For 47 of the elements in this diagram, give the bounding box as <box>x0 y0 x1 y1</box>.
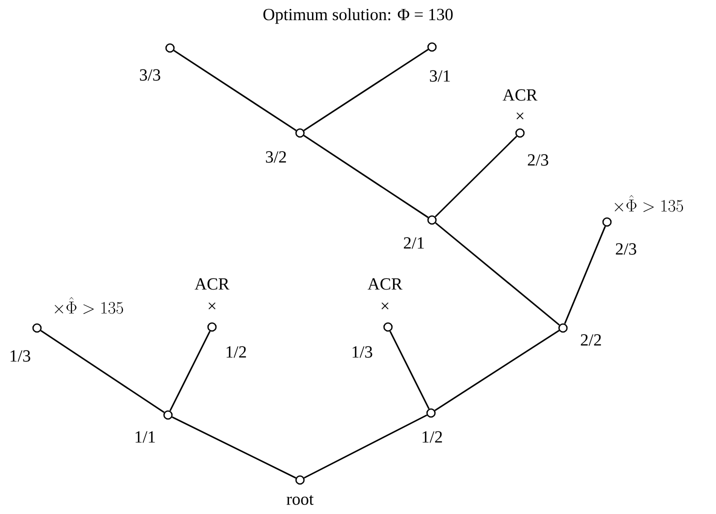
tree-node <box>426 408 436 418</box>
tree-edge <box>434 136 518 218</box>
node-label: 2/2 <box>580 334 601 346</box>
tree-node <box>165 43 175 53</box>
tree-node <box>383 322 393 332</box>
node-label: 2/3 <box>528 154 548 166</box>
title: Optimum solution: Φ = 130 <box>263 8 453 24</box>
node-label: 1/2 <box>422 431 442 443</box>
node-label: ACR <box>368 278 402 290</box>
node-label: 2/1 <box>404 237 424 249</box>
node-label: 1/1 <box>136 431 155 443</box>
cross-mark: × <box>208 302 216 310</box>
node-label: 1/2 <box>226 346 246 358</box>
tree-edge <box>172 416 296 479</box>
node-label: 3/3 <box>140 69 160 81</box>
tree-node <box>295 475 305 485</box>
tree-edge <box>304 48 429 132</box>
tree-node <box>295 128 305 138</box>
tree-edge <box>40 330 165 414</box>
tree-edge <box>169 330 211 412</box>
node-label: 3/2 <box>266 151 286 163</box>
cross-mark: × <box>516 112 524 120</box>
tree-edge <box>564 226 606 324</box>
tree-node <box>163 410 173 420</box>
tree-edge <box>389 330 430 410</box>
tree-node <box>558 323 568 333</box>
tree-edge <box>303 134 429 218</box>
node-label: 1/3 <box>352 346 372 358</box>
tree-edge <box>173 50 297 132</box>
tree-edge <box>434 330 560 412</box>
tree-edge <box>435 222 560 326</box>
tree-node <box>207 322 217 332</box>
tree-node <box>515 128 525 138</box>
tree-node <box>602 217 612 227</box>
node-label: 2/3 <box>616 243 636 255</box>
node-label: ACR <box>502 89 538 101</box>
tree-node <box>427 42 437 52</box>
tree-node <box>427 215 437 225</box>
node-label: ACR <box>194 278 230 290</box>
tree-node <box>32 323 42 333</box>
cross-mark: × <box>382 302 388 310</box>
node-label: 1/3 <box>10 350 30 362</box>
node-label: 3/1 <box>430 70 450 82</box>
bound-label: $\times\hat{\Phi}>135$ <box>54 297 124 314</box>
tree-edge <box>304 414 428 479</box>
bound-label: $\times\hat{\Phi}>135$ <box>614 195 684 212</box>
node-label: root <box>286 495 314 505</box>
